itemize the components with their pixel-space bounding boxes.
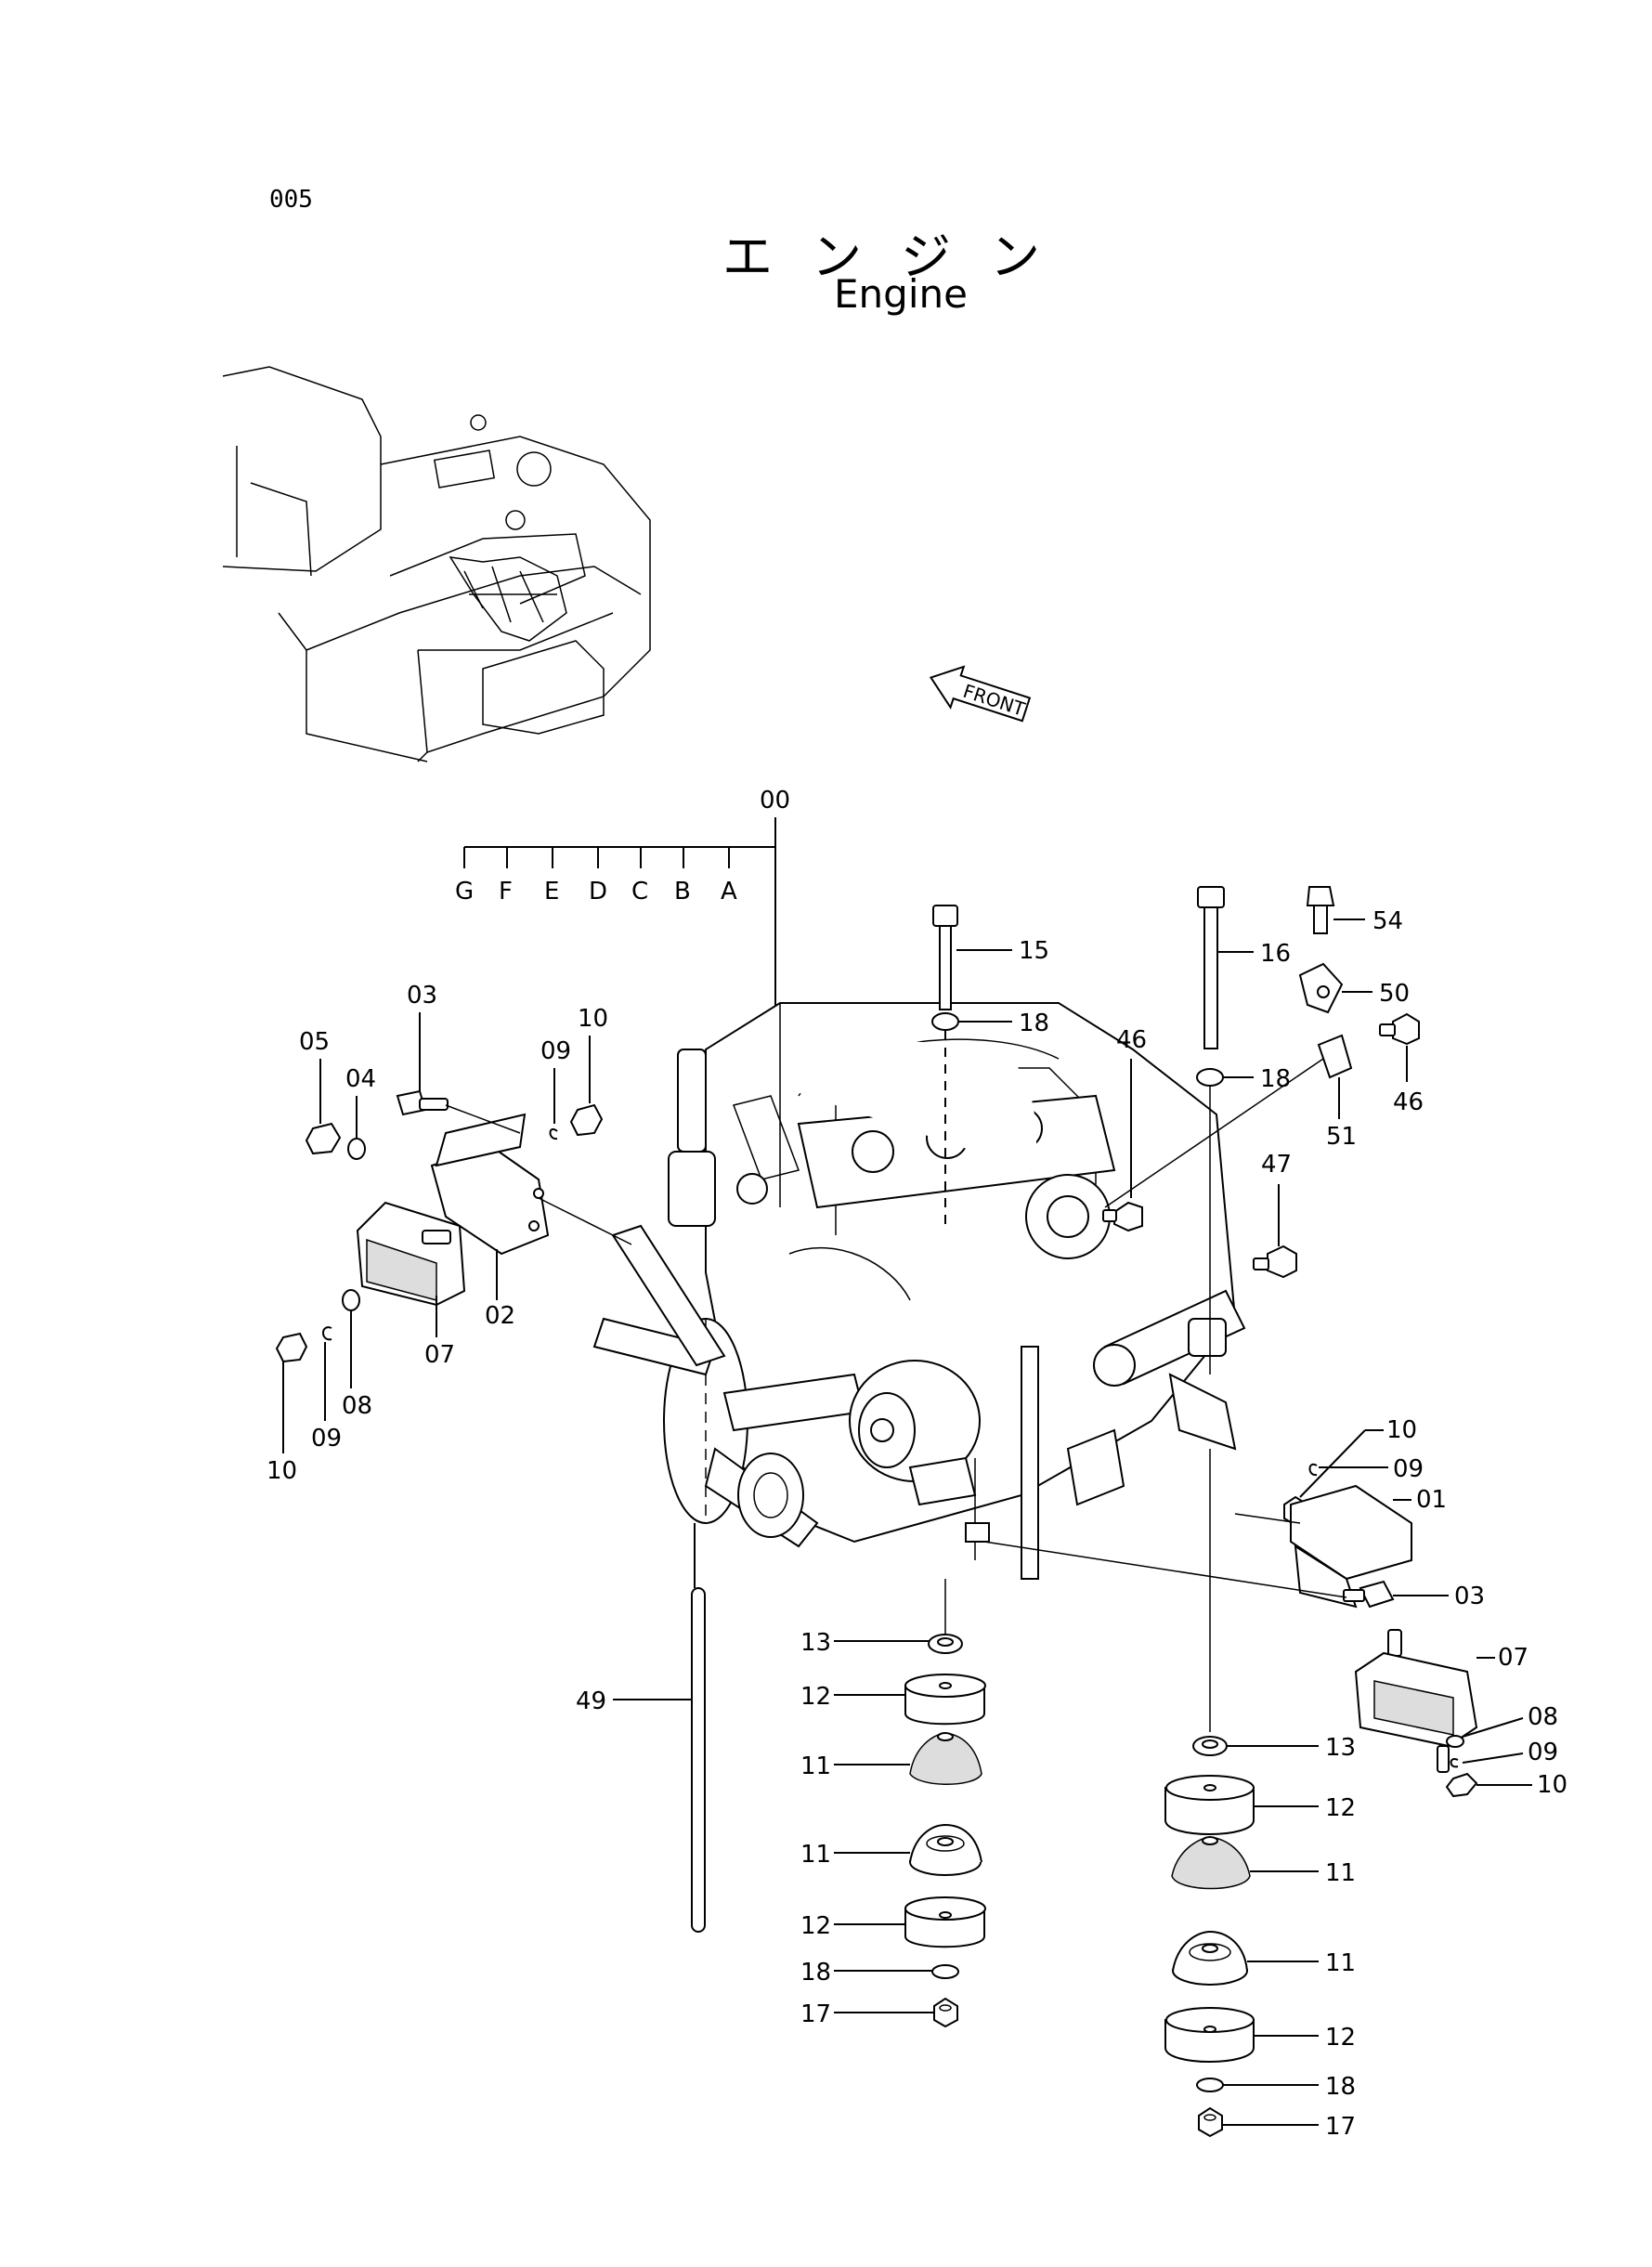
callout-label-c16: 16 <box>1260 940 1291 968</box>
callout-label-0: G <box>455 878 474 905</box>
callout-label-c02: 02 <box>485 1302 515 1330</box>
page-code: 005 <box>269 186 313 214</box>
callout-label-c07a: 07 <box>424 1341 455 1369</box>
callout-label-c05: 05 <box>299 1028 330 1056</box>
callout-label-c18a: 18 <box>1019 1010 1049 1037</box>
callout-label-c18c: 18 <box>800 1959 831 1987</box>
callout-label-c08b: 08 <box>1528 1703 1558 1731</box>
callout-label-c11c: 11 <box>1325 1859 1356 1887</box>
mount-stack-left: 13 12 11 11 12 18 17 <box>800 1579 986 2028</box>
callout-label-c11d: 11 <box>1325 1949 1356 1977</box>
callout-label-4: C <box>631 878 648 905</box>
bracket-and-bolts-46-54: 46 47 54 50 51 46 <box>1102 886 1424 1279</box>
callout-label-c09c: 09 <box>1393 1455 1424 1483</box>
engine-assembly <box>592 1002 1246 1580</box>
callout-label-c13a: 13 <box>800 1629 831 1657</box>
callout-label-c18b: 18 <box>1260 1065 1291 1093</box>
callout-label-c13b: 13 <box>1325 1734 1356 1762</box>
title-english: Engine <box>834 271 968 317</box>
callout-label-c12c: 12 <box>1325 1794 1356 1822</box>
callout-label-c08a: 08 <box>342 1392 372 1420</box>
callout-label-c04: 04 <box>345 1065 376 1093</box>
callout-label-c49: 49 <box>576 1687 606 1715</box>
callout-label-c03a: 03 <box>407 982 437 1010</box>
front-direction-arrow: FRONT <box>929 665 1032 723</box>
callout-label-c11a: 11 <box>800 1752 831 1780</box>
callout-label-c10d: 10 <box>1537 1771 1567 1799</box>
callout-label-c12d: 12 <box>1325 2024 1356 2052</box>
callout-label-5: B <box>674 878 691 905</box>
callout-label-1: F <box>499 878 513 905</box>
callout-label-c15: 15 <box>1019 937 1049 965</box>
left-mount-bracket-assembly: 02 07 03 05 04 09 10 08 09 <box>267 982 632 1485</box>
callout-label-c47: 47 <box>1261 1151 1292 1179</box>
callout-label-c46a: 46 <box>1116 1026 1147 1054</box>
callout-label-assembly: 00 <box>760 787 790 814</box>
callout-label-c01: 01 <box>1416 1486 1447 1514</box>
variant-code-bracket: 00 G F E D C B A <box>455 787 790 1161</box>
machine-overview-illustration <box>222 366 651 762</box>
callout-label-c17a: 17 <box>800 2000 831 2028</box>
title-japanese: エンジン <box>722 228 1079 286</box>
callout-label-c18d: 18 <box>1325 2073 1356 2101</box>
callout-label-c17b: 17 <box>1325 2113 1356 2141</box>
callout-label-c12a: 12 <box>800 1683 831 1711</box>
dipstick-part-49: 49 <box>576 1523 706 1933</box>
callout-label-2: E <box>544 878 559 905</box>
callout-label-c09a: 09 <box>540 1037 571 1065</box>
callout-label-3: D <box>589 878 607 905</box>
callout-label-c09b: 09 <box>311 1425 342 1453</box>
callout-label-c07b: 07 <box>1498 1644 1528 1672</box>
callout-label-c51: 51 <box>1326 1123 1357 1151</box>
callout-label-c50: 50 <box>1379 980 1410 1008</box>
callout-label-c12b: 12 <box>800 1912 831 1940</box>
callout-label-c54: 54 <box>1372 907 1403 935</box>
callout-label-c03b: 03 <box>1454 1583 1485 1610</box>
callout-label-c09d: 09 <box>1528 1739 1558 1766</box>
right-mount-bracket-assembly: 10 09 01 03 07 08 09 10 <box>983 1416 1567 1799</box>
callout-label-c10b: 10 <box>267 1457 297 1485</box>
callout-label-c46b: 46 <box>1393 1088 1424 1116</box>
mount-stack-right: 13 12 11 11 12 18 17 <box>1164 1449 1356 2141</box>
callout-label-c10c: 10 <box>1386 1416 1417 1444</box>
head-bolts: 15 18 16 18 <box>931 886 1291 1375</box>
callout-label-6: A <box>721 878 737 905</box>
callout-label-c11b: 11 <box>800 1841 831 1869</box>
callout-label-c10a: 10 <box>578 1005 608 1033</box>
